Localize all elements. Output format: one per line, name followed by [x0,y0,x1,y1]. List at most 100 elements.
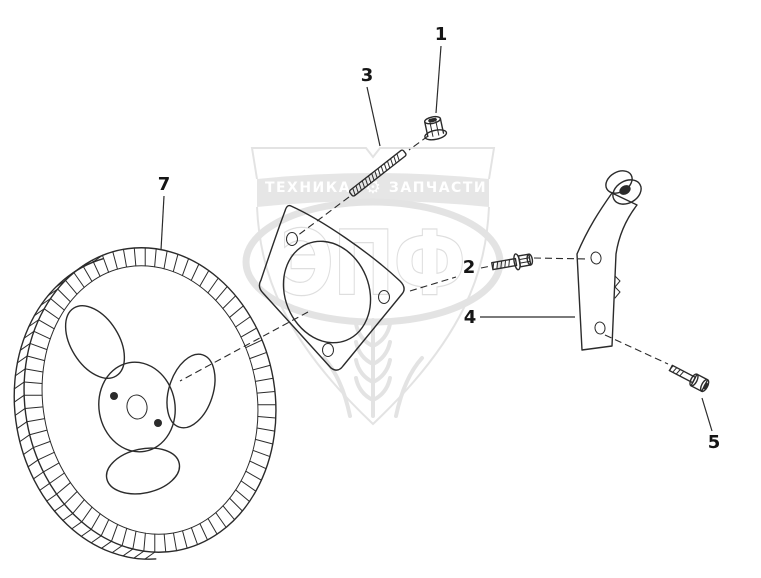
generated-detail-line [81,506,93,523]
generated-detail-line [29,429,48,436]
generated-detail-line [396,153,400,162]
generated-detail-line [63,490,78,505]
gear-hub-bolt-hole [110,392,118,400]
watermark: ТЕХНИКА ⚙ ЗАПЧАСТИ ЭПФ [242,147,504,426]
plate-bolt-hole [322,343,334,357]
watermark-wheat-sheaf [322,318,424,418]
generated-detail-line [374,170,378,179]
generated-detail-line [245,339,263,349]
generated-detail-line [29,342,48,351]
generated-detail-line [23,381,43,385]
plate-center-bore [282,240,372,344]
gear-hub-bolt-hole [154,419,162,427]
leader-line-3 [366,86,381,147]
generated-detail-line [90,513,101,530]
generated-detail-line [249,351,268,360]
bolt2-shank [491,257,518,271]
generated-detail-line [500,260,503,269]
generated-detail-line [254,377,274,382]
watermark-banner [257,173,489,207]
generated-detail-line [13,394,25,403]
callout-label-4: 4 [464,307,477,328]
wheat-ear [354,340,392,366]
generated-detail-line [508,259,510,268]
generated-detail-line [371,172,375,181]
wheat-side-stem [322,356,352,418]
generated-detail-line [110,523,119,542]
generated-detail-line [26,418,46,423]
leader-line-7 [160,195,165,251]
generated-detail-line [257,415,277,419]
nut-flange [424,129,448,141]
generated-detail-line [72,499,85,514]
generated-detail-line [163,533,167,553]
bolt5-shank [668,364,697,384]
nut-top-face [423,115,442,125]
generated-detail-line [40,297,52,307]
leader-line-5 [701,397,713,432]
generated-detail-line [42,462,60,473]
generated-detail-line [254,438,274,445]
camshaft-gear-drawing [13,247,277,560]
callout-label-1: 1 [435,24,448,45]
wheat-ear [354,358,392,384]
gear-lightening-cutout [166,353,216,429]
axis-bolt2-to-bracket [533,257,590,260]
generated-detail-line [43,308,60,320]
generated-detail-line [133,247,137,267]
generated-detail-line [133,550,145,559]
mounting-plate-drawing [258,204,405,371]
generated-detail-line [121,527,128,547]
generated-detail-line [144,551,156,560]
generated-detail-line [355,185,359,194]
generated-detail-line [50,298,65,311]
bolt2-head [517,253,532,268]
gear-face [23,247,277,553]
generated-detail-line [23,330,35,339]
generated-detail-line [154,533,156,553]
generated-detail-line [207,518,218,535]
generated-detail-line [62,512,74,521]
generated-detail-line [190,527,199,546]
generated-detail-line [56,482,71,495]
generated-detail-line [13,381,25,390]
gear-glyph-icon: ⚙ [365,177,381,198]
watermark-banner-text-left: ТЕХНИКА [265,180,351,196]
gear-root-ellipse [41,265,259,535]
generated-detail-line [14,368,26,377]
assembly-axis-lines [179,135,669,382]
generated-detail-line [26,355,46,362]
generated-detail-line [111,545,123,554]
plate-bolt-hole [286,232,298,246]
bracket-hole-lower [594,321,606,335]
generated-detail-line [249,460,267,470]
generated-detail-line [32,440,51,449]
generated-detail-line [39,482,51,491]
generated-detail-line [364,177,369,186]
generated-detail-line [380,165,384,174]
bolt2-threads [492,259,510,271]
generated-detail-line [352,187,356,196]
generated-detail-line [100,519,110,537]
gear-hub [98,361,176,453]
generated-detail-line [222,505,236,521]
generated-detail-line [235,489,250,502]
bolt5-head-end [699,378,710,393]
generated-detail-line [32,471,44,480]
stud-threads [352,153,400,196]
generated-detail-line [73,272,85,288]
generated-detail-line [257,404,277,406]
generated-detail-line [64,279,78,295]
generated-detail-line [16,355,28,364]
bracket-boss-front [612,179,642,205]
generated-detail-line [181,258,190,277]
generated-detail-line [154,248,157,268]
bracket-boss-hole [619,185,631,195]
generated-detail-line [386,160,391,169]
generated-detail-line [122,548,134,557]
nut-body-sides [424,117,445,138]
generated-detail-line [57,288,71,303]
generated-detail-line [144,247,146,267]
